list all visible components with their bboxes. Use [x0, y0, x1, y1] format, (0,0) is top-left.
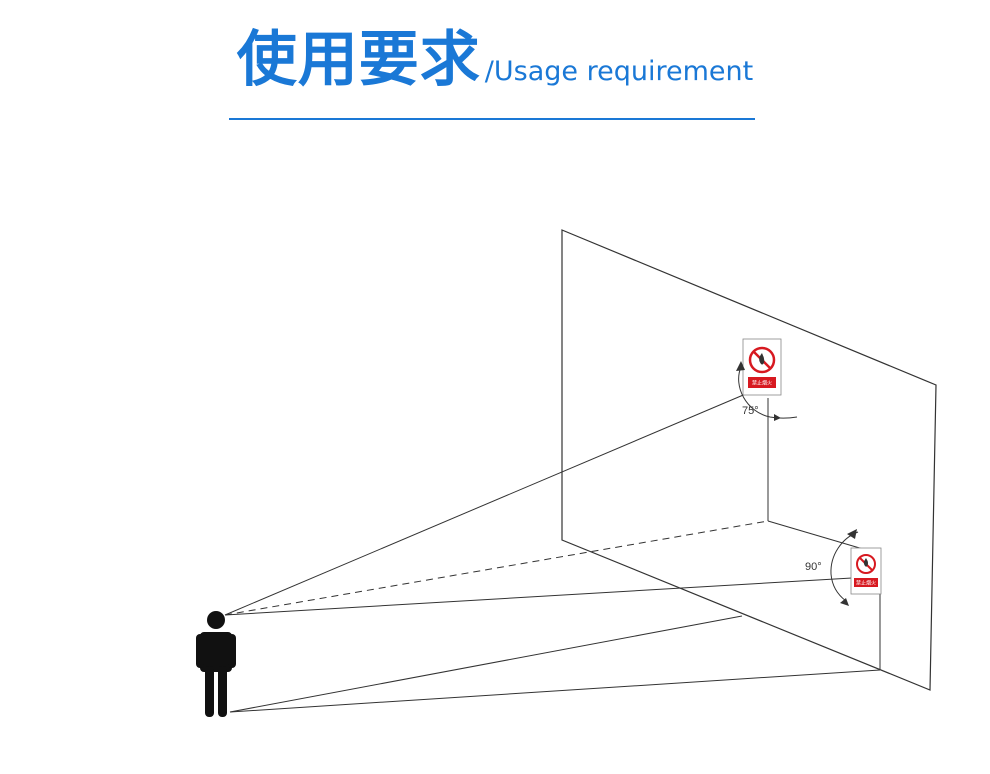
bottom-angle-arc — [830, 531, 859, 602]
bottom-sign: 禁止烟火 — [850, 547, 882, 595]
title-underline — [229, 118, 755, 120]
top-angle-label: 75° — [742, 405, 759, 417]
sight-line-bottom-sign — [224, 577, 853, 616]
top-angle-arc — [738, 366, 798, 419]
wall-plane — [561, 229, 937, 691]
bottom-sign-text: 禁止烟火 — [856, 580, 876, 587]
ground-line-sign — [229, 669, 881, 713]
top-sign: 禁止烟火 — [742, 338, 782, 396]
page-title-chinese: 使用要求 — [236, 25, 481, 95]
ground-line-wall — [229, 615, 743, 713]
bottom-angle-label: 90° — [805, 561, 822, 573]
person-icon — [196, 611, 236, 717]
sight-line-top-sign — [224, 392, 749, 616]
sight-line-dashed — [224, 520, 769, 616]
top-sign-text: 禁止烟火 — [752, 380, 772, 387]
header: 使用要求/Usage requirement — [0, 24, 990, 108]
page-title-english: /Usage requirement — [484, 56, 754, 87]
